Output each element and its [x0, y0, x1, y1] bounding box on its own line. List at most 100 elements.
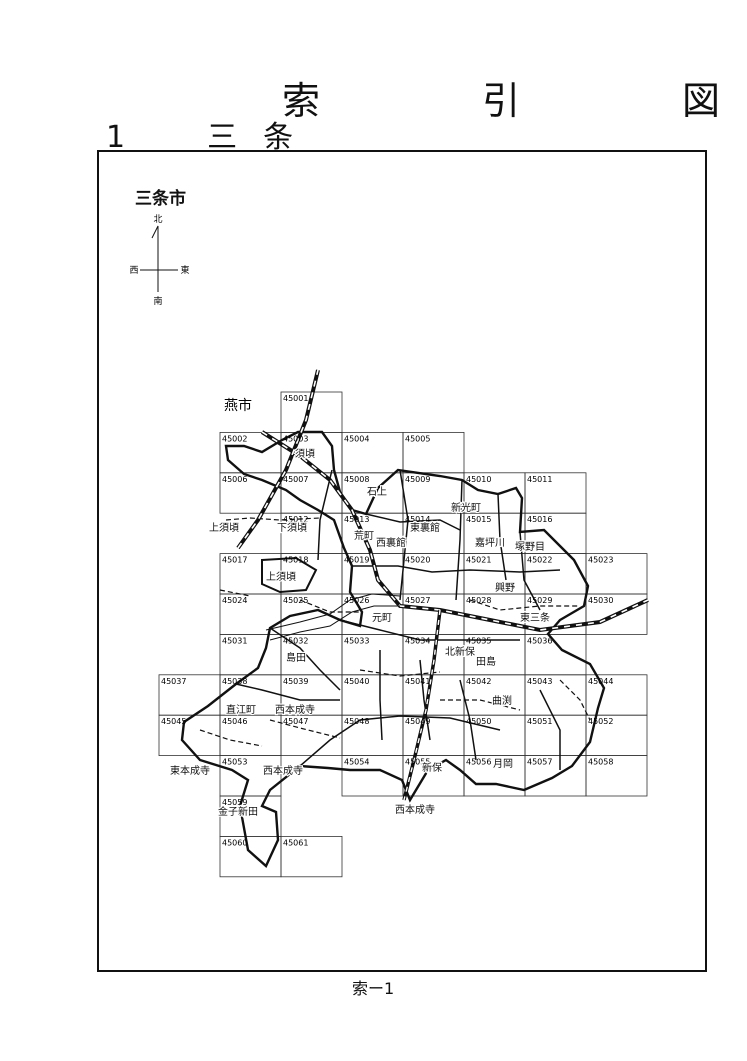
sheet-number: 45027	[405, 596, 430, 605]
sheet-number: 45011	[527, 475, 552, 484]
place-label: 曲渕	[492, 694, 512, 707]
sheet-number: 45028	[466, 596, 491, 605]
sheet-number: 45045	[161, 717, 186, 726]
island-boundary	[261, 556, 318, 594]
sheet-number: 45043	[527, 677, 552, 686]
sheet-number: 45058	[588, 758, 613, 767]
sheet-number: 45036	[527, 636, 552, 645]
place-label: 上須頃	[266, 571, 296, 583]
place-label: 金子新田	[218, 805, 258, 818]
sheet-number: 45018	[283, 556, 308, 565]
map-frame	[97, 150, 707, 972]
sheet-number: 45060	[222, 838, 247, 847]
sheet-number: 45007	[283, 475, 308, 484]
sheet-number: 45026	[344, 596, 369, 605]
sheet-number: 45056	[466, 758, 491, 767]
sheet-number: 45014	[405, 515, 430, 524]
railway-lines	[236, 369, 649, 801]
sheet-number: 45041	[405, 677, 430, 686]
page-title: 索 引 図	[282, 79, 747, 123]
grid-sheet	[585, 755, 648, 797]
sheet-number: 45040	[344, 677, 369, 686]
sheet-number: 45003	[283, 434, 308, 443]
sheet-number: 45030	[588, 596, 613, 605]
sheet-number: 45012	[283, 515, 308, 524]
place-label: 西本成寺	[275, 703, 315, 716]
place-label: 興野	[495, 582, 515, 594]
district-boundaries	[235, 469, 561, 770]
sheet-number: 45057	[527, 758, 552, 767]
place-label: 直江町	[226, 703, 256, 716]
sub-boundaries	[199, 517, 591, 747]
place-label: 東三条	[520, 611, 550, 624]
sheet-number: 45020	[405, 556, 430, 565]
rivers	[265, 593, 401, 641]
section-subtitle: 1 三条	[106, 120, 320, 155]
sheet-number: 45048	[344, 717, 369, 726]
sheet-number: 45033	[344, 636, 369, 645]
sheet-number: 45052	[588, 717, 613, 726]
grid-sheet	[585, 593, 648, 635]
sheet-number: 45001	[283, 394, 308, 403]
sheet-number: 45004	[344, 434, 369, 443]
place-label: 下須頃	[277, 522, 307, 534]
place-label: 島田	[286, 651, 306, 664]
sheet-number: 45024	[222, 596, 247, 605]
sheet-number: 45021	[466, 556, 491, 565]
sheet-number: 45015	[466, 515, 491, 524]
sheet-number: 45042	[466, 677, 491, 686]
sheet-number: 45035	[466, 636, 491, 645]
place-labels: 須頃石上新光町上須頃下須頃東裏館荒町西裏館嘉坪川塚野目上須頃興野元町東三条北新保…	[169, 447, 552, 820]
place-label: 西裏館	[376, 536, 406, 549]
place-label: 嘉坪川	[475, 536, 505, 549]
place-label: 月岡	[493, 758, 513, 770]
sheet-number: 45006	[222, 475, 247, 484]
sheet-number: 45034	[405, 636, 430, 645]
compass-south: 南	[153, 295, 162, 307]
sheet-number: 45054	[344, 758, 369, 767]
compass-west: 西	[129, 265, 138, 276]
page-number: 索ー1	[352, 979, 395, 998]
place-label: 東裏館	[410, 521, 440, 534]
place-label: 東本成寺	[170, 764, 210, 777]
sheet-number: 45019	[344, 556, 369, 565]
sheet-number: 45023	[588, 556, 613, 565]
place-label: 北新保	[445, 645, 475, 658]
sheet-number: 45049	[405, 717, 430, 726]
sheet-number: 45039	[283, 677, 308, 686]
sheet-number: 45038	[222, 677, 247, 686]
sheet-number: 45017	[222, 556, 247, 565]
place-label: 上須頃	[209, 522, 239, 534]
sheet-number: 45059	[222, 798, 247, 807]
sheet-number: 45032	[283, 636, 308, 645]
place-label: 須頃	[295, 448, 315, 460]
place-label: 西本成寺	[263, 764, 303, 777]
sheet-number: 45061	[283, 838, 308, 847]
city-boundary	[180, 430, 606, 868]
sheet-number: 45005	[405, 434, 430, 443]
sheet-number: 45037	[161, 677, 186, 686]
sheet-number: 45053	[222, 758, 247, 767]
compass-east: 東	[180, 264, 189, 276]
sheet-number: 45008	[344, 475, 369, 484]
neighbor-city-label: 燕市	[224, 397, 252, 414]
sheet-number: 45031	[222, 636, 247, 645]
sheet-number: 45055	[405, 758, 430, 767]
sheet-number: 45044	[588, 677, 613, 686]
sheet-number: 45029	[527, 596, 552, 605]
place-label: 新光町	[451, 501, 481, 514]
place-label: 塚野目	[515, 541, 545, 553]
sheet-number: 45016	[527, 515, 552, 524]
grid-sheets	[158, 391, 648, 878]
place-label: 新保	[422, 761, 442, 774]
sheet-number: 45047	[283, 717, 308, 726]
sheet-number: 45025	[283, 596, 308, 605]
sheet-number: 45046	[222, 717, 247, 726]
place-label: 石上	[367, 486, 387, 498]
compass-icon: 北 南 東 西	[129, 214, 189, 307]
place-label: 元町	[372, 613, 392, 624]
sheet-number: 45010	[466, 475, 491, 484]
place-label: 西本成寺	[395, 803, 435, 816]
